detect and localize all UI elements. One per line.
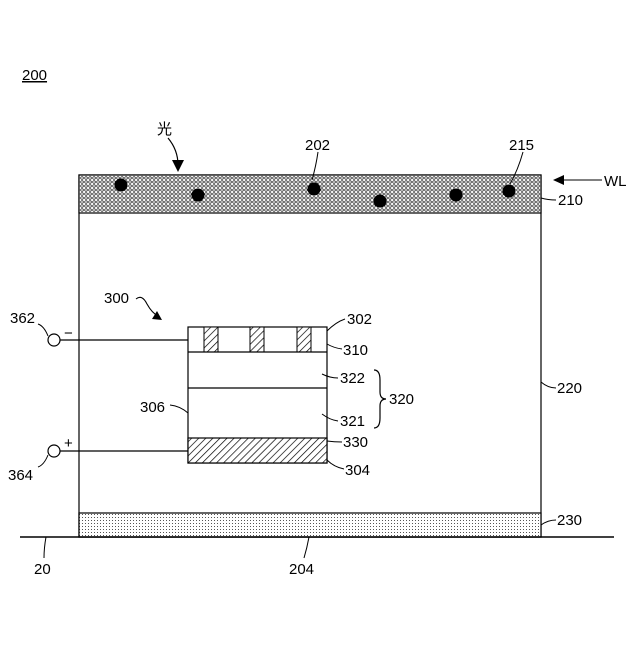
wl-arrow-head: [553, 175, 564, 185]
terminal-negative-sign: −: [64, 325, 73, 342]
label-321: 321: [340, 413, 365, 430]
figure-label: 200: [22, 67, 47, 84]
label-210: 210: [558, 192, 583, 209]
label-302: 302: [347, 311, 372, 328]
label-320: 320: [389, 391, 414, 408]
electrode-302: [204, 327, 218, 352]
label-362: 362: [10, 310, 35, 327]
terminal-positive-sign: +: [64, 435, 73, 452]
particle: [115, 179, 128, 192]
label-215: 215: [509, 137, 534, 154]
light-arrow-head: [172, 160, 184, 172]
leader-20: [44, 537, 46, 558]
leader-362: [38, 324, 48, 336]
label-202: 202: [305, 137, 330, 154]
layer-230: [79, 513, 541, 537]
label-306: 306: [140, 399, 165, 416]
particle: [308, 183, 321, 196]
leader-220: [541, 382, 556, 388]
electrode-302: [250, 327, 264, 352]
particle: [374, 195, 387, 208]
label-322: 322: [340, 370, 365, 387]
terminal-362: [48, 334, 60, 346]
label-220: 220: [557, 380, 582, 397]
leader-230: [541, 520, 556, 525]
light-label: 光: [157, 121, 172, 138]
leader-204: [304, 537, 309, 558]
label-330: 330: [343, 434, 368, 451]
label-wl: WL: [604, 173, 627, 190]
leader-364: [38, 455, 48, 467]
label-300: 300: [104, 290, 129, 307]
particle: [192, 189, 205, 202]
label-230: 230: [557, 512, 582, 529]
label-304: 304: [345, 462, 370, 479]
label-310: 310: [343, 342, 368, 359]
electrode-302: [297, 327, 311, 352]
label-364: 364: [8, 467, 33, 484]
particle: [503, 185, 516, 198]
label-204: 204: [289, 561, 314, 578]
label-20: 20: [34, 561, 51, 578]
layer-330: [188, 438, 327, 463]
particle: [450, 189, 463, 202]
leader-210: [541, 198, 556, 200]
terminal-364: [48, 445, 60, 457]
